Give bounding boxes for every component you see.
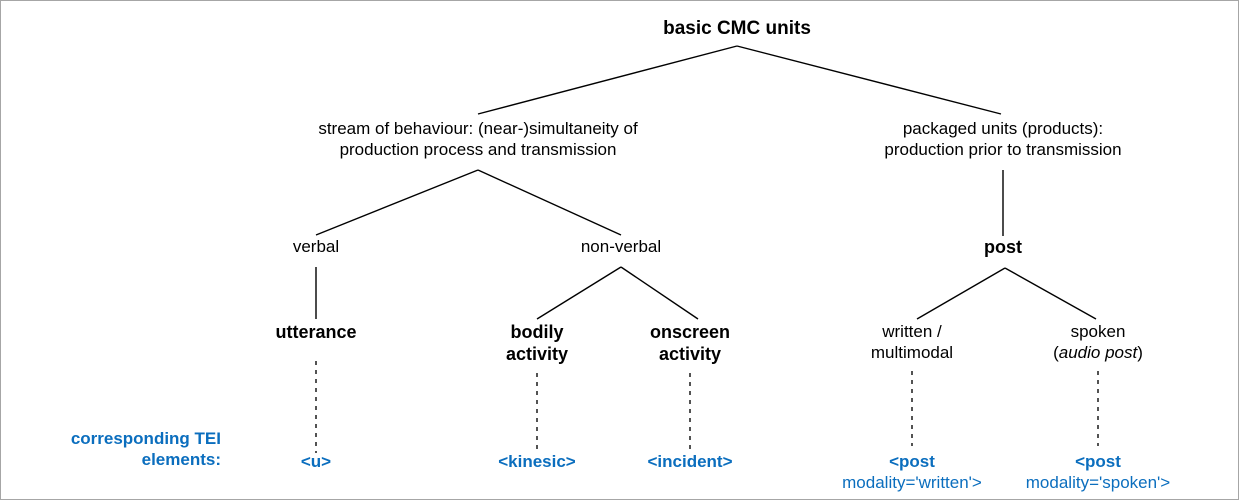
- node-utterance-label: utterance: [275, 322, 357, 342]
- node-stream-of-behaviour-line2: production process and transmission: [339, 139, 617, 159]
- node-bodily-activity-line2: activity: [505, 343, 569, 364]
- spoken-paren-open: (: [1053, 342, 1059, 362]
- edge-stream-to-nonverbal: [477, 169, 622, 236]
- node-stream-of-behaviour: stream of behaviour: (near-)simultaneity…: [278, 119, 678, 160]
- tei-element-post-written: <post modality='written'>: [822, 451, 1002, 494]
- edge-stream-to-verbal: [315, 169, 479, 236]
- tei-element-u: <u>: [246, 451, 386, 472]
- tei-element-u-label: <u>: [300, 452, 332, 471]
- node-post: post: [933, 237, 1073, 259]
- node-onscreen-activity-line1: onscreen: [649, 322, 731, 342]
- edge-nonverbal-to-onscreen: [620, 266, 699, 320]
- node-spoken-audio-post-line2: (audio post): [1018, 343, 1178, 364]
- node-post-label: post: [984, 237, 1022, 257]
- tei-elements-caption-line2: elements:: [141, 450, 221, 470]
- node-packaged-units-line2: production prior to transmission: [884, 139, 1122, 159]
- tei-element-post-spoken-attribute: modality='spoken'>: [1025, 473, 1171, 493]
- node-packaged-units: packaged units (products): production pr…: [853, 119, 1153, 160]
- spoken-paren-close: ): [1137, 342, 1143, 362]
- tei-element-kinesic-label: <kinesic>: [498, 452, 576, 471]
- node-stream-of-behaviour-line1: stream of behaviour: (near-)simultaneity…: [318, 119, 638, 138]
- node-spoken-audio-post-line1: spoken: [1070, 322, 1126, 341]
- tei-elements-caption: corresponding TEI elements:: [11, 428, 221, 471]
- node-basic-cmc-units-label: basic CMC units: [663, 18, 811, 39]
- tei-element-incident-label: <incident>: [647, 452, 733, 471]
- node-non-verbal-label: non-verbal: [580, 237, 662, 256]
- node-written-multimodal-line2: multimodal: [870, 342, 954, 362]
- node-verbal: verbal: [246, 237, 386, 258]
- edge-root-to-stream: [477, 45, 738, 115]
- tei-element-post-spoken-element: <post: [1075, 452, 1121, 471]
- tei-elements-caption-line1: corresponding TEI: [70, 429, 221, 448]
- node-packaged-units-line1: packaged units (products):: [902, 119, 1104, 138]
- edge-nonverbal-to-bodily: [536, 266, 622, 320]
- node-onscreen-activity: onscreen activity: [620, 322, 760, 366]
- node-written-multimodal: written / multimodal: [832, 322, 992, 363]
- node-onscreen-activity-line2: activity: [658, 343, 722, 364]
- edge-root-to-packaged: [736, 45, 1002, 115]
- node-utterance: utterance: [236, 322, 396, 344]
- edge-post-to-spoken: [1004, 267, 1097, 320]
- tei-element-post-spoken: <post modality='spoken'>: [1008, 451, 1188, 494]
- node-bodily-activity-line1: bodily: [510, 322, 564, 342]
- tei-element-kinesic: <kinesic>: [467, 451, 607, 472]
- tei-element-post-written-element: <post: [889, 452, 935, 471]
- tei-element-post-written-attribute: modality='written'>: [842, 473, 982, 493]
- node-non-verbal: non-verbal: [551, 237, 691, 258]
- spoken-audio-post-italic: audio post: [1058, 342, 1138, 362]
- node-basic-cmc-units: basic CMC units: [637, 17, 837, 40]
- tei-element-incident: <incident>: [620, 451, 760, 472]
- edge-post-to-written: [916, 267, 1006, 320]
- node-verbal-label: verbal: [292, 237, 340, 256]
- node-bodily-activity: bodily activity: [467, 322, 607, 366]
- node-spoken-audio-post: spoken (audio post): [1018, 322, 1178, 363]
- node-written-multimodal-line1: written /: [882, 322, 942, 341]
